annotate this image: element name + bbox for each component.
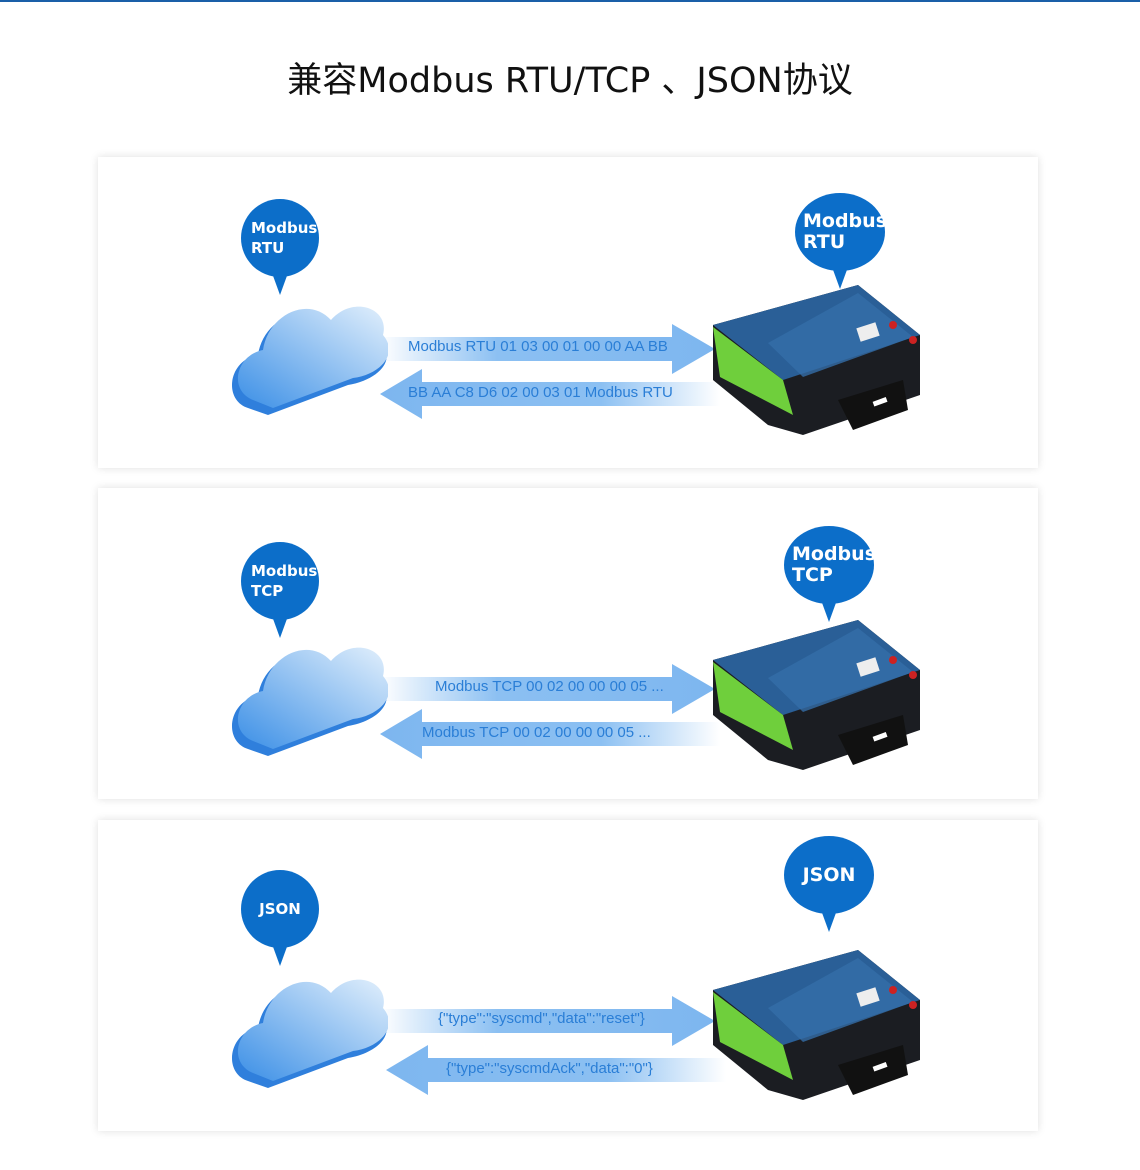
bubble-line: Modbus bbox=[251, 562, 318, 580]
bubble-line: Modbus bbox=[792, 543, 876, 565]
bubble-line: TCP bbox=[792, 564, 833, 586]
page-title: 兼容Modbus RTU/TCP 、JSON协议 bbox=[287, 61, 853, 101]
arrow-right: Modbus RTU 01 03 00 01 00 00 AA BB bbox=[380, 324, 720, 374]
response-label: {"type":"syscmdAck","data":"0"} bbox=[446, 1060, 653, 1077]
request-label: Modbus TCP 00 02 00 00 00 05 ... bbox=[435, 678, 664, 695]
device-image bbox=[713, 620, 920, 770]
request-label: Modbus RTU 01 03 00 01 00 00 AA BB bbox=[408, 338, 668, 355]
device-image bbox=[713, 950, 920, 1100]
request-label: {"type":"syscmd","data":"reset"} bbox=[438, 1010, 645, 1027]
arrow-left: BB AA C8 D6 02 00 03 01 Modbus RTU bbox=[380, 369, 720, 419]
arrow-left: {"type":"syscmdAck","data":"0"} bbox=[386, 1045, 726, 1095]
arrow-right: Modbus TCP 00 02 00 00 00 05 ... bbox=[380, 664, 720, 714]
cloud-icon bbox=[231, 979, 388, 1088]
cloud-protocol-bubble: JSON bbox=[241, 870, 319, 966]
device-protocol-bubble: JSON bbox=[784, 836, 874, 932]
bubble-line: RTU bbox=[803, 231, 846, 253]
cloud-icon bbox=[231, 647, 388, 756]
bubble-line: Modbus bbox=[803, 210, 887, 232]
top-divider bbox=[0, 0, 1140, 2]
arrow-left: Modbus TCP 00 02 00 00 00 05 ... bbox=[380, 709, 720, 759]
bubble-line: RTU bbox=[251, 239, 285, 257]
cloud-icon bbox=[231, 306, 388, 415]
bubble-line: JSON bbox=[259, 900, 301, 918]
response-label: Modbus TCP 00 02 00 00 00 05 ... bbox=[422, 724, 651, 741]
bubble-line: Modbus bbox=[251, 219, 318, 237]
response-label: BB AA C8 D6 02 00 03 01 Modbus RTU bbox=[408, 384, 673, 401]
protocol-panel-json: JSON JSON {"type":"syscmd","data":"reset… bbox=[98, 820, 1038, 1131]
bubble-line: TCP bbox=[251, 582, 284, 600]
arrow-right: {"type":"syscmd","data":"reset"} bbox=[380, 996, 720, 1046]
device-image bbox=[713, 285, 920, 435]
bubble-line: JSON bbox=[802, 863, 856, 886]
